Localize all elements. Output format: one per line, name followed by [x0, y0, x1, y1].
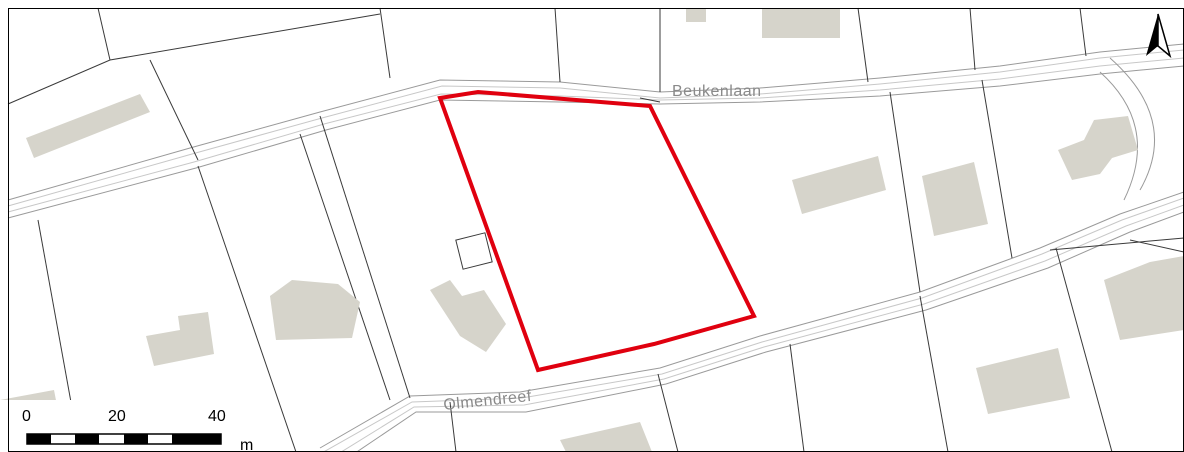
scale-bar: 0 20 40 m	[0, 400, 256, 452]
building	[270, 280, 360, 340]
road-beukenlaan	[7, 43, 1184, 219]
building	[560, 422, 652, 452]
scale-tick-20: 20	[108, 408, 126, 425]
building	[1104, 256, 1184, 340]
scale-unit: m	[240, 437, 253, 452]
building	[430, 280, 506, 352]
building	[26, 94, 150, 158]
building	[792, 156, 886, 214]
scale-tick-40: 40	[208, 408, 226, 425]
building	[762, 8, 840, 38]
buildings	[0, 8, 1184, 452]
building	[976, 348, 1070, 414]
building	[686, 8, 706, 22]
street-label-north: Beukenlaan	[672, 83, 762, 100]
north-arrow-icon	[1146, 13, 1172, 59]
building	[922, 162, 988, 236]
scale-tick-0: 0	[22, 408, 31, 425]
highlighted-parcel[interactable]	[437, 89, 757, 373]
building	[146, 312, 214, 366]
building	[1058, 116, 1138, 180]
